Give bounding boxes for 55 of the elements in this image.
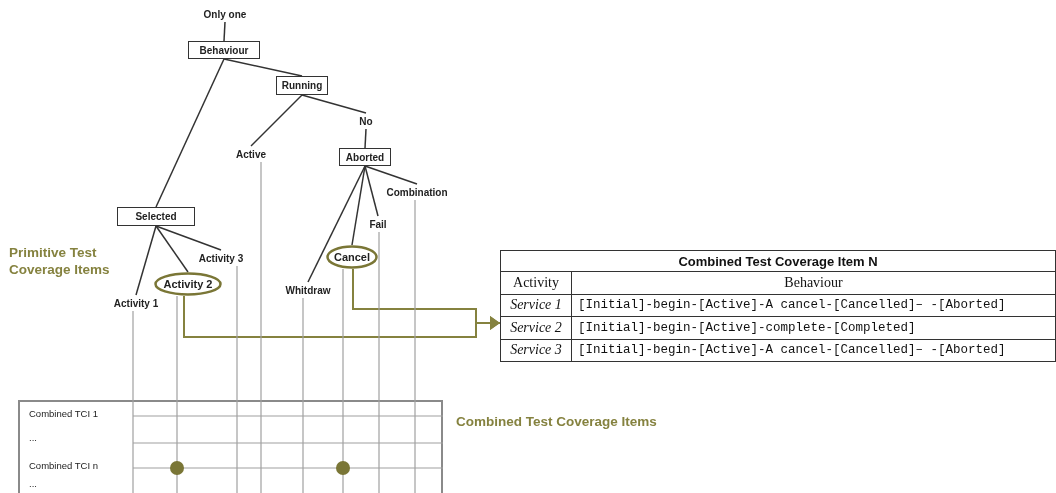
behaviour-cell: [Initial]-begin-[Active]-A cancel-[Cancelled]– -[Aborted] [571,294,1056,317]
arrow [352,268,501,330]
tree-label: Fail [366,216,390,232]
behaviour-cell: [Initial]-begin-[Active]-complete-[Completed] [571,316,1056,339]
node-label: Cancel [333,251,371,263]
connector-line [155,225,189,273]
connector-line [155,225,222,251]
row-label: Combined TCI 1 [29,408,98,419]
tree-label: Combination [382,184,452,200]
tree-label: Active [232,146,270,162]
section-label: Combined Test Coverage Items [456,413,658,430]
section-label: Primitive Test Coverage Items [9,244,111,278]
row-label: Combined TCI n [29,460,98,471]
column-header: Activity [500,271,572,295]
row-label: ... [29,432,37,443]
coverage-table [500,250,1056,362]
connector-line [364,128,367,149]
coverage-grid [18,400,443,493]
activity-cell: Service 1 [500,294,572,317]
connector-line [132,310,134,401]
column-header: Behaviour [571,271,1056,295]
tree-label: No [352,113,380,129]
connector-line [176,295,178,401]
table-title: Combined Test Coverage Item N [500,250,1056,272]
connector-line [223,21,226,42]
connector-line [260,161,262,401]
highlight-ellipse [326,245,378,269]
tree-node-box: Aborted [339,148,391,166]
connector-line [307,165,366,283]
connector-line [342,268,344,401]
connector-line [302,297,304,401]
connector-line [155,58,225,208]
highlight-ellipse [154,272,222,296]
tree-node-box: Behaviour [188,41,260,59]
tree-node-box: Running [276,76,328,95]
tree-node-box: Selected [117,207,195,226]
activity-cell: Service 3 [500,339,572,362]
connector-line [364,165,379,217]
connector-line [223,58,303,77]
row-label: ... [29,478,37,489]
connector-line [236,265,238,401]
activity-cell: Service 2 [500,316,572,339]
connector-line [135,225,157,296]
tree-label: Whitdraw [282,282,334,298]
tree-label: Activity 3 [193,250,249,266]
connector-line [378,231,380,401]
tree-label: Activity 1 [108,295,164,311]
connector-line [250,94,303,147]
connector-line [351,165,366,246]
connector-line [414,199,416,401]
behaviour-cell: [Initial]-begin-[Active]-A cancel-[Cancelled]– -[Aborted] [571,339,1056,362]
tree-label: Only one [200,6,250,22]
node-label: Activity 2 [163,278,213,290]
connector-line [364,165,418,185]
connector-line [301,94,367,114]
